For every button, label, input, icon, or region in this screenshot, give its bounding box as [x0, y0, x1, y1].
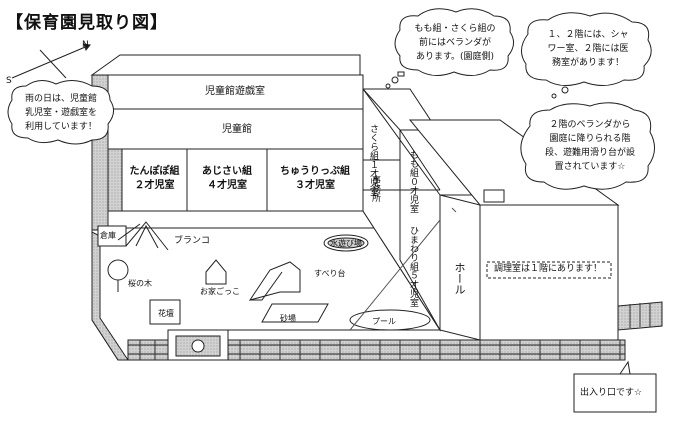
room-tanpopo-age: ２才児室 — [134, 180, 175, 191]
callout-shower-text: １、２階には、シャ ワー室、２階には医 務室があります！ — [532, 28, 644, 70]
callout-entrance-text: 出入り口です☆ — [580, 388, 643, 398]
yard-waterplay: 水遊び場 — [330, 239, 362, 248]
callout-stairs-line-3: 段、遊難用滑り台が設 — [544, 148, 635, 158]
callout-entrance — [573, 373, 657, 413]
yard-storage: 倉庫 — [100, 231, 116, 240]
playhouse-shape — [205, 259, 227, 285]
callout-shower-line-2: ワー室、２階には医 — [547, 44, 629, 54]
swing-bar — [117, 223, 141, 241]
callout-rainy-text: 雨の日は、児童館 乳児室・遊戯室を 利用しています！ — [16, 92, 106, 134]
sandbox-shape — [261, 303, 329, 323]
room-jidokan: 児童館 — [222, 124, 252, 135]
callout-stairs — [520, 102, 655, 190]
room-playroom: 児童館遊戯室 — [205, 86, 265, 97]
callout-kitchen-text: 調理室は１階にあります！ — [494, 264, 603, 274]
callout-veranda-text: もも組・さくら組の 前にはベランダが あります。(園庭側) — [404, 22, 506, 64]
building-top-roof — [90, 54, 361, 76]
room-himawari: ひまわり組５才児室 — [408, 226, 418, 307]
cherry-tree — [107, 259, 129, 281]
room-office: 事務所 — [370, 175, 380, 202]
page-title: 【保育園見取り図】 — [6, 13, 168, 33]
room-ajisai: あじさい組 ４才児室 — [187, 165, 267, 193]
callout-stairs-line-2: 園庭に降りられる階 — [549, 134, 631, 144]
room-momo-age: ０才児室 — [408, 177, 418, 213]
compass-lines — [11, 44, 91, 79]
room-tanpopo: たんぽぽ組 ２才児室 — [122, 165, 187, 193]
yard-playhouse: お家ごっこ — [200, 287, 240, 296]
yard-swing: ブランコ — [174, 236, 211, 246]
room-tanpopo-name: たんぽぽ組 — [129, 166, 180, 177]
compass-north: N — [82, 40, 89, 50]
room-ajisai-name: あじさい組 — [202, 166, 252, 177]
callout-veranda-line-1: もも組・さくら組の — [414, 24, 496, 34]
building-jidokan — [107, 108, 364, 150]
callout-shower-line-3: 務室があります！ — [551, 58, 624, 68]
callout-rainy-line-3: 利用しています！ — [25, 122, 97, 132]
yard-slide: すべり台 — [314, 269, 346, 278]
room-momo: もも組０才児室 — [408, 150, 418, 213]
room-chulip-age: ３才児室 — [295, 180, 335, 191]
yard-sandbox: 砂場 — [280, 314, 296, 323]
swing-frame — [125, 221, 169, 251]
compass-south: S — [6, 76, 12, 86]
yard-tree: 桜の木 — [128, 279, 152, 288]
callout-veranda-line-2: 前にはベランダが — [418, 38, 491, 48]
callout-veranda — [394, 8, 514, 76]
room-chulip: ちゅうりっぷ組 ３才児室 — [267, 165, 363, 193]
callout-shower — [521, 12, 652, 86]
kitchen-box — [486, 261, 612, 279]
callout-stairs-text: ２階のベランダから 園庭に降りられる階 段、遊難用滑り台が設 置されています☆ — [532, 118, 648, 174]
callout-veranda-line-3: あります。(園庭側) — [415, 52, 495, 62]
room-sakura: さくら組１才児室 — [368, 124, 378, 196]
room-himawari-age: ５才児室 — [408, 271, 418, 307]
callout-rainy-line-2: 乳児室・遊戯室を — [24, 108, 97, 118]
room-sakura-name: さくら組 — [368, 124, 378, 160]
room-chulip-name: ちゅうりっぷ組 — [280, 166, 350, 177]
callout-shower-line-1: １、２階には、シャ — [547, 30, 629, 40]
callout-stairs-line-1: ２階のベランダから — [549, 120, 631, 130]
yard-pool: プール — [372, 317, 396, 326]
room-ajisai-age: ４才児室 — [207, 180, 247, 191]
pool-shape — [349, 309, 431, 331]
building-classrooms — [107, 148, 364, 212]
room-sakura-age: １才児室 — [368, 160, 378, 196]
callout-rainy — [7, 80, 114, 145]
callout-stairs-line-4: 置されています☆ — [554, 162, 626, 172]
room-momo-name: もも組 — [408, 150, 418, 177]
callout-rainy-line-1: 雨の日は、児童館 — [24, 94, 97, 104]
room-hall: ホール — [453, 262, 466, 295]
yard-field: 花壇 — [158, 309, 174, 318]
room-himawari-name: ひまわり組 — [408, 226, 418, 271]
